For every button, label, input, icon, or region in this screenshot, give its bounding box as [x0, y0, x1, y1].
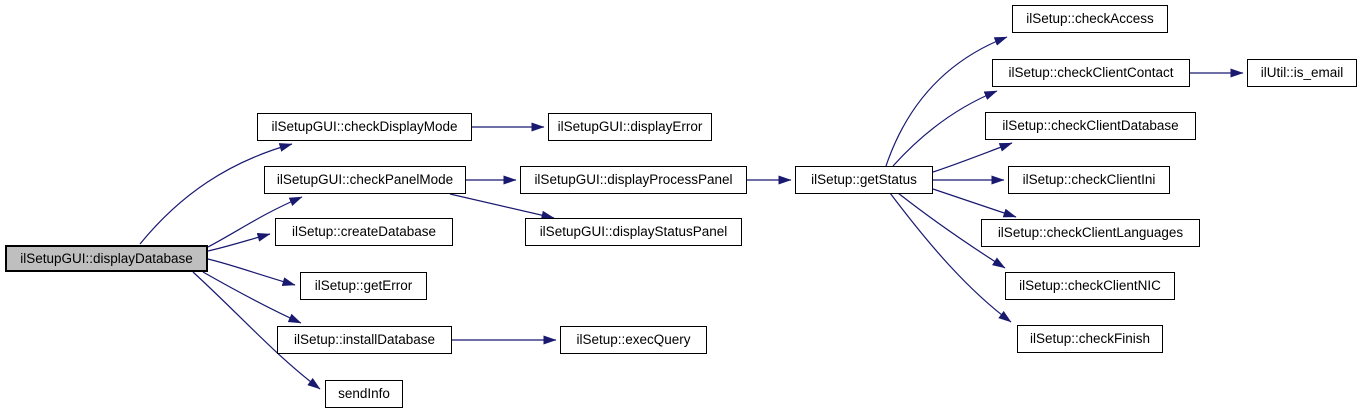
edge-display-database-to-send-info: [192, 271, 321, 390]
node-create-database[interactable]: ilSetup::createDatabase: [275, 218, 453, 246]
node-get-error[interactable]: ilSetup::getError: [300, 272, 427, 300]
node-check-client-database[interactable]: ilSetup::checkClientDatabase: [985, 112, 1196, 140]
node-check-client-ini[interactable]: ilSetup::checkClientIni: [1008, 166, 1170, 194]
edge-check-panel-mode-to-display-status-panel: [449, 193, 555, 220]
node-send-info[interactable]: sendInfo: [325, 380, 403, 408]
edge-get-status-to-check-client-database: [932, 142, 1013, 173]
node-check-client-nic[interactable]: ilSetup::checkClientNIC: [1005, 272, 1175, 300]
node-exec-query[interactable]: ilSetup::execQuery: [560, 326, 707, 354]
node-check-display-mode[interactable]: ilSetupGUI::checkDisplayMode: [257, 113, 472, 141]
edge-get-status-to-check-finish: [889, 192, 1012, 323]
node-check-finish[interactable]: ilSetup::checkFinish: [1017, 325, 1163, 353]
node-display-database: ilSetupGUI::displayDatabase: [5, 245, 208, 272]
node-display-error[interactable]: ilSetupGUI::displayError: [548, 113, 712, 141]
edge-display-database-to-install-database: [202, 271, 302, 324]
edge-get-status-to-check-client-nic: [897, 192, 1006, 269]
node-display-status-panel[interactable]: ilSetupGUI::displayStatusPanel: [525, 218, 742, 246]
node-get-status[interactable]: ilSetup::getStatus: [795, 166, 933, 194]
node-check-client-languages[interactable]: ilSetup::checkClientLanguages: [981, 219, 1200, 247]
node-check-access[interactable]: ilSetup::checkAccess: [1012, 5, 1168, 33]
node-check-client-contact[interactable]: ilSetup::checkClientContact: [992, 59, 1190, 87]
edge-display-database-to-check-display-mode: [139, 143, 293, 245]
edge-display-database-to-check-panel-mode: [207, 196, 303, 248]
node-check-panel-mode[interactable]: ilSetupGUI::checkPanelMode: [264, 166, 466, 194]
edge-display-database-to-create-database: [207, 232, 271, 252]
edge-get-status-to-check-client-languages: [932, 188, 1017, 218]
node-install-database[interactable]: ilSetup::installDatabase: [277, 326, 452, 354]
node-is-email[interactable]: ilUtil::is_email: [1247, 59, 1357, 87]
edge-get-status-to-check-access: [885, 36, 1008, 167]
node-display-process-panel[interactable]: ilSetupGUI::displayProcessPanel: [520, 166, 747, 194]
edge-get-status-to-check-client-contact: [892, 90, 998, 167]
edge-display-database-to-get-error: [207, 258, 296, 286]
